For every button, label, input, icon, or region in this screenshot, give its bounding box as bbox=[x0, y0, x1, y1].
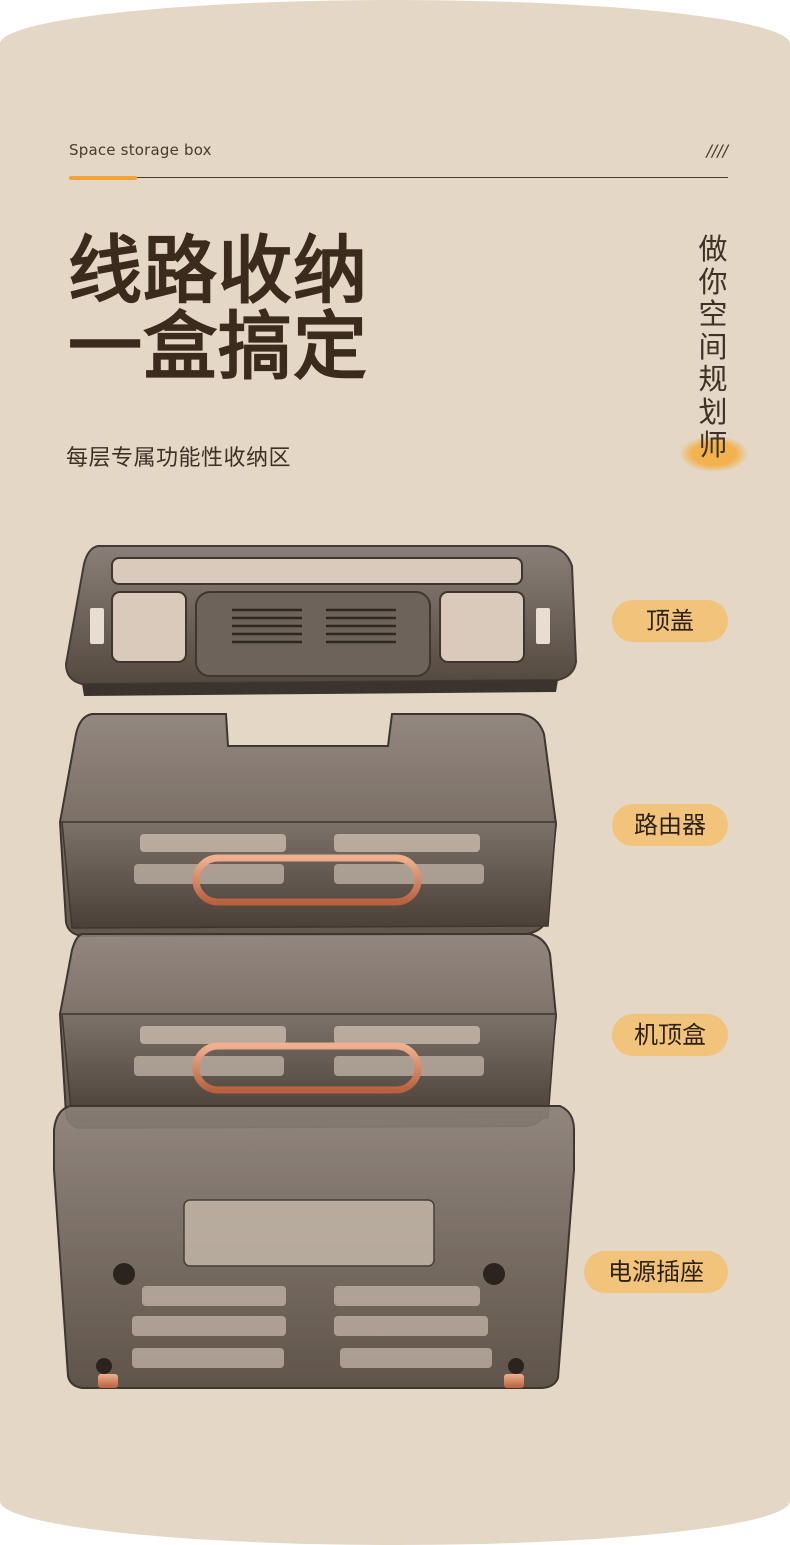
brand-text: Space storage box bbox=[69, 141, 212, 159]
label-settop-box: 机顶盒 bbox=[612, 1014, 728, 1056]
router-drawer bbox=[58, 713, 558, 938]
power-strip-base bbox=[53, 1105, 575, 1389]
label-power-strip: 电源插座 bbox=[584, 1251, 728, 1293]
decorative-slashes: //// bbox=[706, 141, 728, 160]
tagline-char: 规 bbox=[698, 362, 728, 397]
settop-drawer bbox=[58, 933, 558, 1130]
tagline-char: 你 bbox=[698, 264, 728, 299]
tagline-char: 师 bbox=[698, 427, 728, 462]
vertical-tagline: 做 你 空 间 规 划 师 bbox=[696, 233, 730, 461]
headline-line-2: 一盒搞定 bbox=[68, 304, 368, 390]
tagline-char: 划 bbox=[698, 394, 728, 429]
tagline-char: 空 bbox=[698, 297, 728, 332]
subtitle: 每层专属功能性收纳区 bbox=[66, 446, 292, 471]
label-top-lid: 顶盖 bbox=[612, 600, 728, 642]
lid-tray bbox=[64, 545, 578, 696]
header-bar: Space storage box //// bbox=[69, 141, 728, 180]
tagline-char: 做 bbox=[698, 232, 728, 266]
tagline-char: 间 bbox=[698, 329, 728, 364]
storage-box-illustration bbox=[53, 545, 578, 1389]
headline-line-1: 线路收纳 bbox=[68, 228, 368, 314]
tagline-highlight bbox=[680, 436, 748, 472]
label-router: 路由器 bbox=[612, 804, 728, 846]
accent-underline bbox=[69, 176, 137, 180]
